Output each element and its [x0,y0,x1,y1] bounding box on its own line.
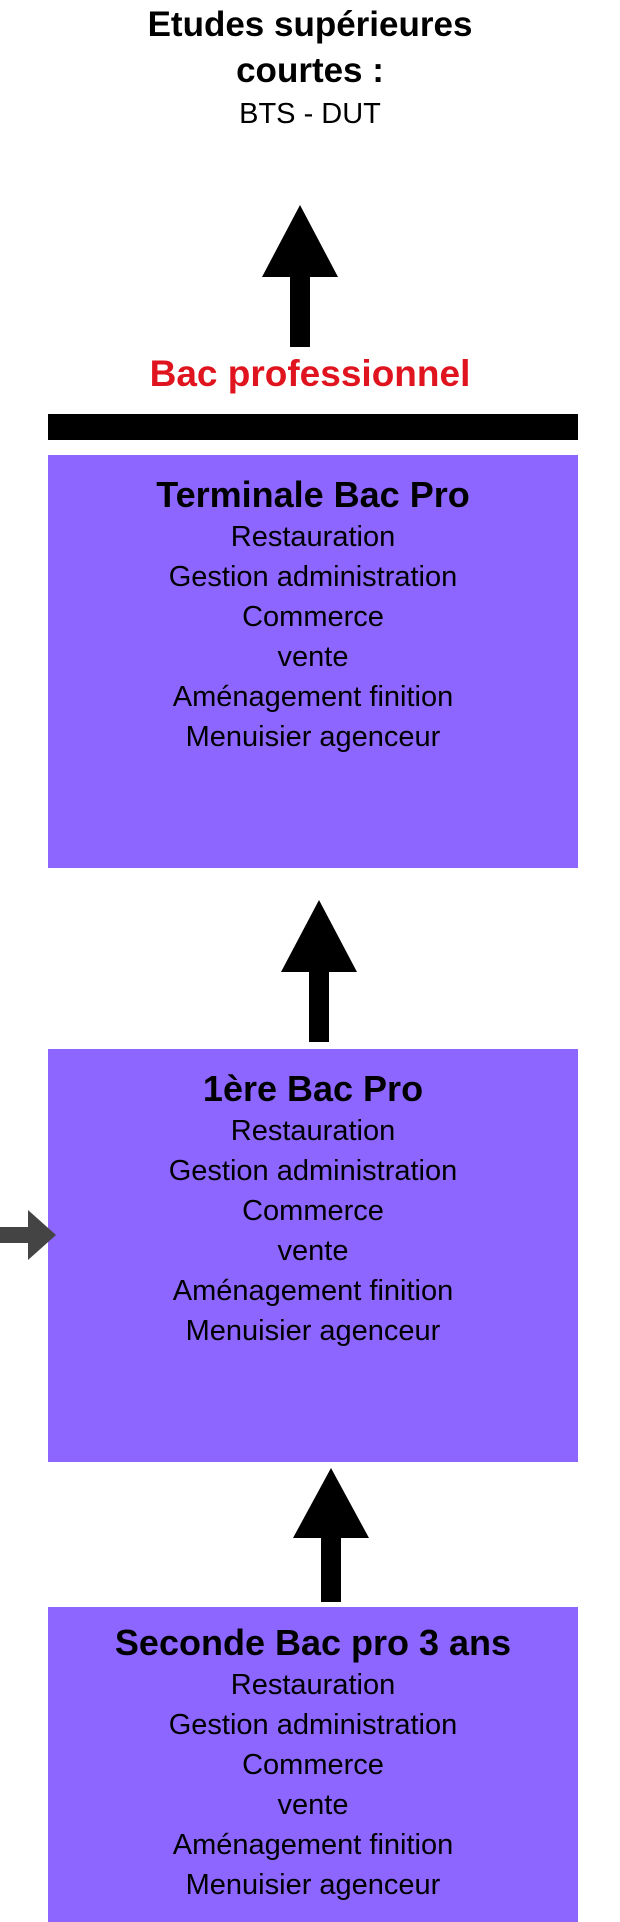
box-item: Commerce [242,601,384,633]
box-terminale-bac-pro: Terminale Bac Pro Restauration Gestion a… [48,455,578,868]
box-title: Terminale Bac Pro [156,474,470,515]
box-item: Commerce [242,1195,384,1227]
box-item: vente [277,1235,349,1267]
top-heading: Etudes supérieures courtes : BTS - DUT [0,0,620,132]
box-premiere-bac-pro: 1ère Bac Pro Restauration Gestion admini… [48,1049,578,1462]
up-arrow-icon [281,900,357,1042]
box-item: Menuisier agenceur [185,1315,441,1347]
right-arrow-icon [0,1210,56,1260]
box-item: Aménagement finition [172,681,454,713]
box-title: Seconde Bac pro 3 ans [114,1622,512,1663]
bac-professionnel-label: Bac professionnel [149,353,471,394]
box-title: 1ère Bac Pro [202,1068,424,1109]
top-title-line1: Etudes supérieures [147,5,473,44]
box-item: vente [277,1789,349,1821]
divider-bar [48,414,578,440]
box-item: Commerce [242,1749,384,1781]
box-item: Gestion administration [168,561,458,593]
box-item: Gestion administration [168,1155,458,1187]
top-title-line2: courtes : [236,51,384,90]
box-item: vente [277,641,349,673]
box-item: Aménagement finition [172,1275,454,1307]
top-subtitle: BTS - DUT [239,98,381,130]
up-arrow-icon [293,1468,369,1602]
up-arrow-icon [262,205,338,347]
box-item: Menuisier agenceur [185,1869,441,1901]
box-item: Restauration [230,1115,396,1147]
box-seconde-bac-pro: Seconde Bac pro 3 ans Restauration Gesti… [48,1607,578,1922]
box-item: Gestion administration [168,1709,458,1741]
box-item: Aménagement finition [172,1829,454,1861]
box-item: Restauration [230,1669,396,1701]
box-item: Menuisier agenceur [185,721,441,753]
box-item: Restauration [230,521,396,553]
